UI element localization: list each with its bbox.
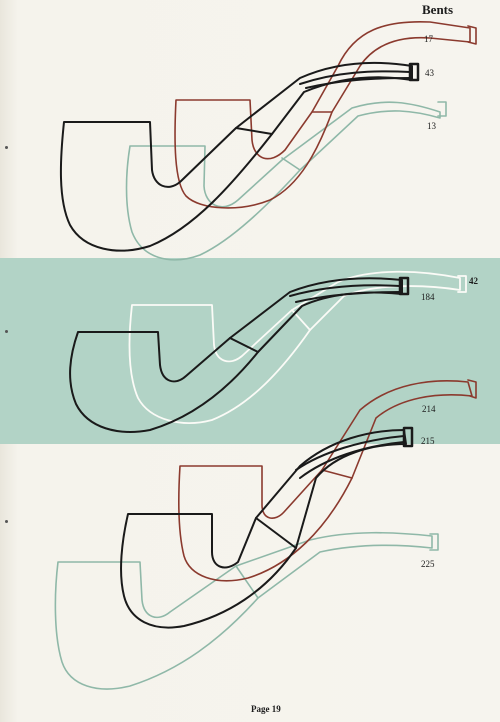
section-title: Bents [422, 2, 454, 17]
binding-hole [5, 520, 8, 523]
pipe-label-17: 17 [424, 34, 433, 44]
pipe-label-215: 215 [421, 436, 435, 446]
pipe-label-13: 13 [427, 121, 436, 131]
pipe-214-outline [178, 379, 477, 582]
pipe-label-184: 184 [421, 292, 435, 302]
teal-band [0, 258, 500, 444]
binding-hole [5, 330, 8, 333]
binding-hole [5, 146, 8, 149]
pipe-label-42: 42 [469, 276, 478, 286]
pipe-215-outline [120, 426, 414, 629]
pipe-label-214: 214 [422, 404, 436, 414]
pipe-13-outline [125, 101, 447, 261]
page-number: Page 19 [251, 704, 281, 714]
pipe-label-43: 43 [425, 68, 434, 78]
pipe-label-225: 225 [421, 559, 435, 569]
pipe-43-outline [59, 61, 420, 252]
pipe-184-outline [69, 276, 410, 433]
pipe-225-outline [54, 531, 439, 690]
